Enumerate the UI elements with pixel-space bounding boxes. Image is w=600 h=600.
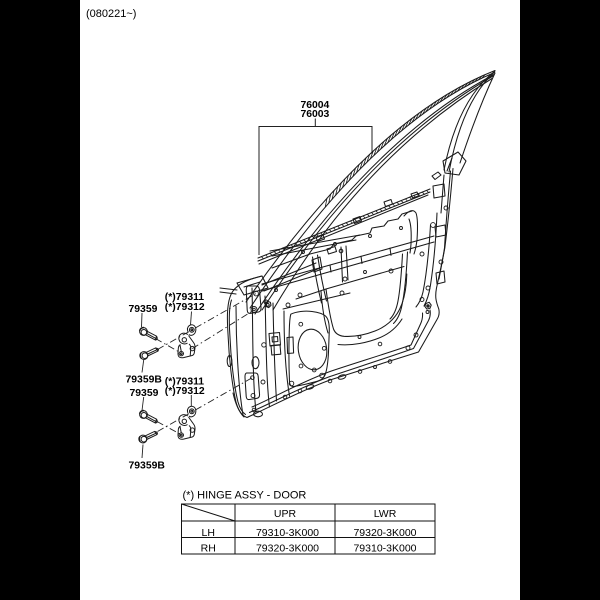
svg-text:LWR: LWR: [374, 508, 397, 520]
svg-text:79359: 79359: [130, 388, 159, 399]
svg-text:(080221~): (080221~): [86, 8, 136, 20]
svg-text:LH: LH: [202, 527, 215, 539]
svg-text:79359B: 79359B: [126, 375, 163, 386]
svg-text:(*)79312: (*)79312: [165, 386, 205, 397]
svg-text:79310-3K000: 79310-3K000: [353, 543, 416, 555]
svg-text:79320-3K000: 79320-3K000: [353, 527, 416, 539]
svg-text:(*)79312: (*)79312: [165, 302, 205, 313]
svg-text:76003: 76003: [300, 109, 329, 120]
svg-text:79320-3K000: 79320-3K000: [256, 543, 319, 555]
svg-text:(*)79311: (*)79311: [165, 377, 205, 388]
svg-text:(*)79311: (*)79311: [165, 292, 205, 303]
svg-text:RH: RH: [201, 543, 216, 555]
svg-text:UPR: UPR: [274, 508, 297, 520]
svg-text:76004: 76004: [300, 100, 329, 111]
svg-text:(*) HINGE ASSY - DOOR: (*) HINGE ASSY - DOOR: [183, 489, 307, 501]
svg-text:79359B: 79359B: [129, 461, 166, 472]
svg-text:79310-3K000: 79310-3K000: [256, 527, 319, 539]
svg-text:79359: 79359: [129, 304, 158, 315]
